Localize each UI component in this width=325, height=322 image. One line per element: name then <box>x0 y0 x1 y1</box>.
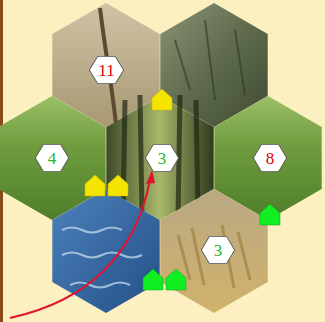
number-label: 3 <box>214 242 223 259</box>
pointer-arrow <box>10 180 150 318</box>
number-token: 8 <box>253 144 287 172</box>
tree-trunks <box>123 95 198 218</box>
settlement <box>108 175 128 196</box>
number-label: 11 <box>98 62 114 79</box>
wheat-hex <box>160 189 267 313</box>
number-token: 11 <box>89 56 124 84</box>
number-label: 8 <box>266 150 275 167</box>
settlement <box>166 269 186 290</box>
settlement <box>152 89 172 110</box>
settlement <box>85 175 105 196</box>
number-token: 3 <box>201 236 235 264</box>
rock-texture <box>175 20 245 100</box>
number-label: 4 <box>48 150 57 167</box>
wheat-texture <box>178 225 250 288</box>
number-label: 3 <box>158 150 167 167</box>
arrow-head <box>146 170 155 184</box>
number-token: 3 <box>145 144 179 172</box>
settlement <box>143 269 163 290</box>
number-token: 4 <box>35 144 69 172</box>
settlement <box>260 204 280 225</box>
